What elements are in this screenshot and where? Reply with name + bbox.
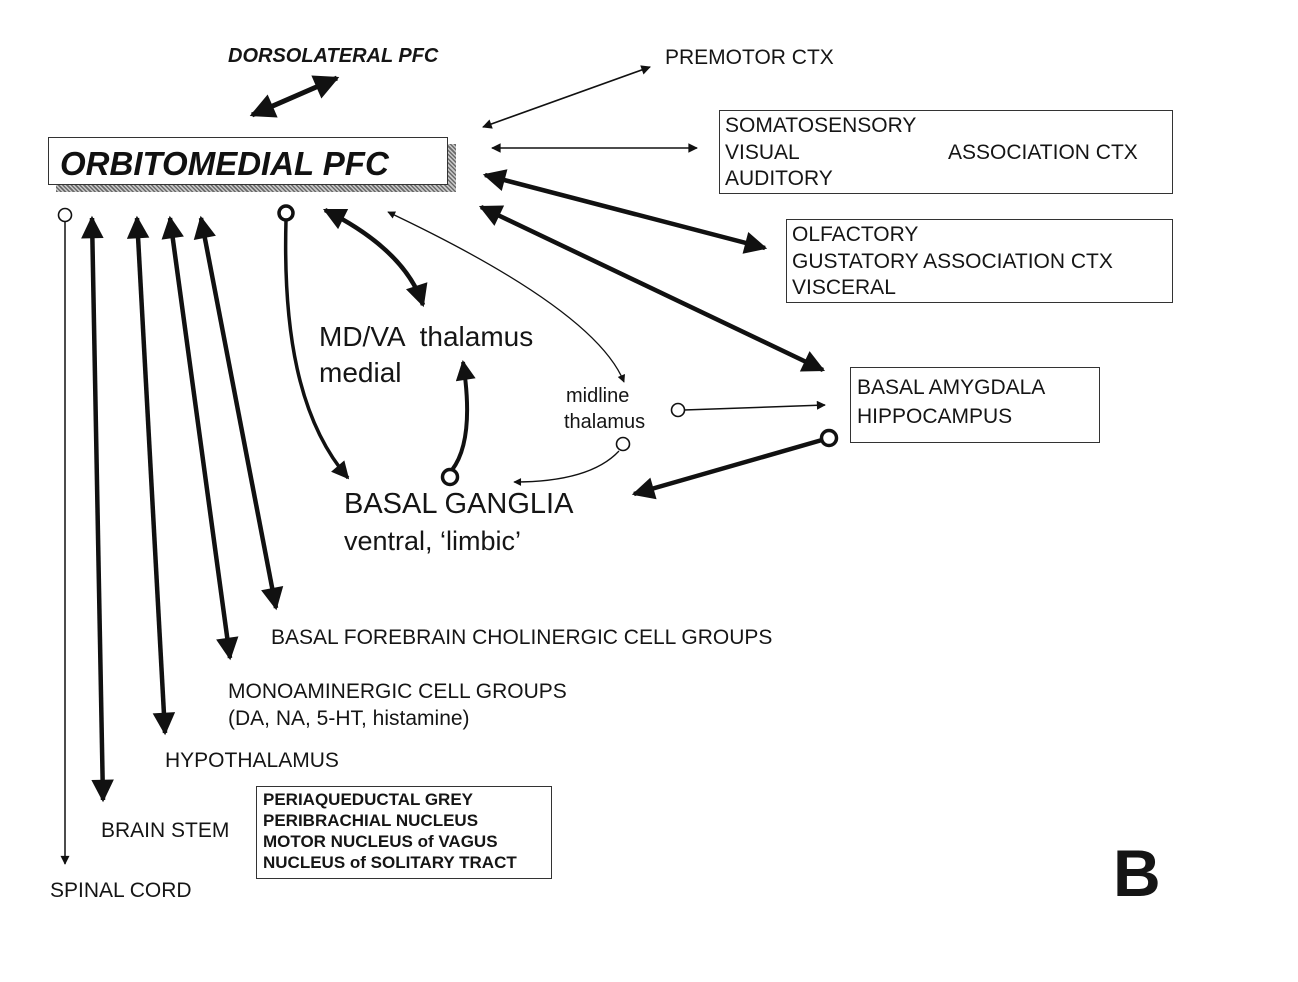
orbitomedial-title: ORBITOMEDIAL PFC [60, 145, 389, 182]
peribrachial-nucleus-label: PERIBRACHIAL NUCLEUS [263, 811, 479, 830]
brainstem-nuclei-box: PERIAQUEDUCTAL GREY PERIBRACHIAL NUCLEUS… [256, 786, 552, 879]
visceral-label: VISCERAL [792, 276, 896, 299]
md-va-thalamus-label: MD/VA thalamus [319, 321, 534, 352]
arrow-basal-forebrain [193, 215, 284, 611]
basal-ganglia-subtitle: ventral, ‘limbic’ [344, 526, 522, 556]
arrow-dorsolateral [249, 75, 340, 118]
somatosensory-label: SOMATOSENSORY [725, 114, 917, 137]
arrow-ofc-basal-ganglia [283, 219, 350, 480]
arrow-hypothalamus [126, 215, 176, 736]
midline-label: midline [566, 385, 630, 407]
association-ctx-label: ASSOCIATION CTX [948, 141, 1138, 164]
olfactory-association-box: OLFACTORY GUSTATORY ASSOCIATION CTX VISC… [786, 219, 1173, 303]
arrow-midline-thalamus [387, 211, 625, 383]
spinal-cord-label: SPINAL CORD [50, 879, 192, 902]
olfactory-label: OLFACTORY [792, 223, 919, 246]
orbitomedial-box: ORBITOMEDIAL PFC [48, 137, 448, 185]
arrow-midline-amygdala [683, 400, 826, 411]
monoaminergic-label: MONOAMINERGIC CELL GROUPS [228, 680, 567, 703]
origin-circle-midline-right [670, 402, 686, 418]
motor-nucleus-vagus-label: MOTOR NUCLEUS of VAGUS [263, 832, 498, 851]
brain-stem-label: BRAIN STEM [101, 819, 230, 842]
arrow-monoaminergic [161, 215, 239, 661]
midline-thalamus-label: thalamus [564, 411, 646, 433]
monoaminergic-detail: (DA, NA, 5-HT, histamine) [228, 707, 470, 730]
arrow-brain-stem [81, 215, 114, 803]
nucleus-solitary-tract-label: NUCLEUS of SOLITARY TRACT [263, 853, 517, 872]
visual-label: VISUAL [725, 141, 800, 164]
origin-circle-basal-ganglia [440, 467, 460, 487]
origin-circle-amygdala [819, 428, 839, 448]
arrow-amygdala-basal-ganglia [631, 437, 823, 500]
origin-circle-ofc [277, 204, 295, 222]
auditory-label: AUDITORY [725, 167, 833, 190]
arrow-midline-basal-ganglia [513, 450, 620, 486]
origin-circle-spinal [57, 207, 73, 223]
panel-letter: B [1113, 836, 1161, 910]
premotor-ctx-label: PREMOTOR CTX [665, 46, 834, 69]
orbitomedial-node: ORBITOMEDIAL PFC [48, 137, 456, 192]
dorsolateral-pfc-label: DORSOLATERAL PFC [228, 45, 439, 67]
basal-forebrain-label: BASAL FOREBRAIN CHOLINERGIC CELL GROUPS [271, 626, 773, 649]
periaqueductal-grey-label: PERIAQUEDUCTAL GREY [263, 790, 474, 809]
arrow-basal-ganglia-thalamus [450, 360, 476, 472]
basal-amygdala-label: BASAL AMYGDALA [857, 376, 1046, 399]
arrow-premotor [482, 65, 651, 129]
origin-circle-midline-lower [615, 436, 631, 452]
basal-ganglia-label: BASAL GANGLIA [344, 488, 574, 520]
md-medial-label: medial [319, 357, 402, 388]
gustatory-association-label: GUSTATORY ASSOCIATION CTX [792, 250, 1113, 273]
arrow-md-thalamus [322, 207, 428, 308]
amygdala-box: BASAL AMYGDALA HIPPOCAMPUS [850, 367, 1100, 443]
hypothalamus-label: HYPOTHALAMUS [165, 749, 339, 772]
sensory-association-box: SOMATOSENSORY VISUAL AUDITORY ASSOCIATIO… [719, 110, 1173, 194]
hippocampus-label: HIPPOCAMPUS [857, 405, 1013, 428]
